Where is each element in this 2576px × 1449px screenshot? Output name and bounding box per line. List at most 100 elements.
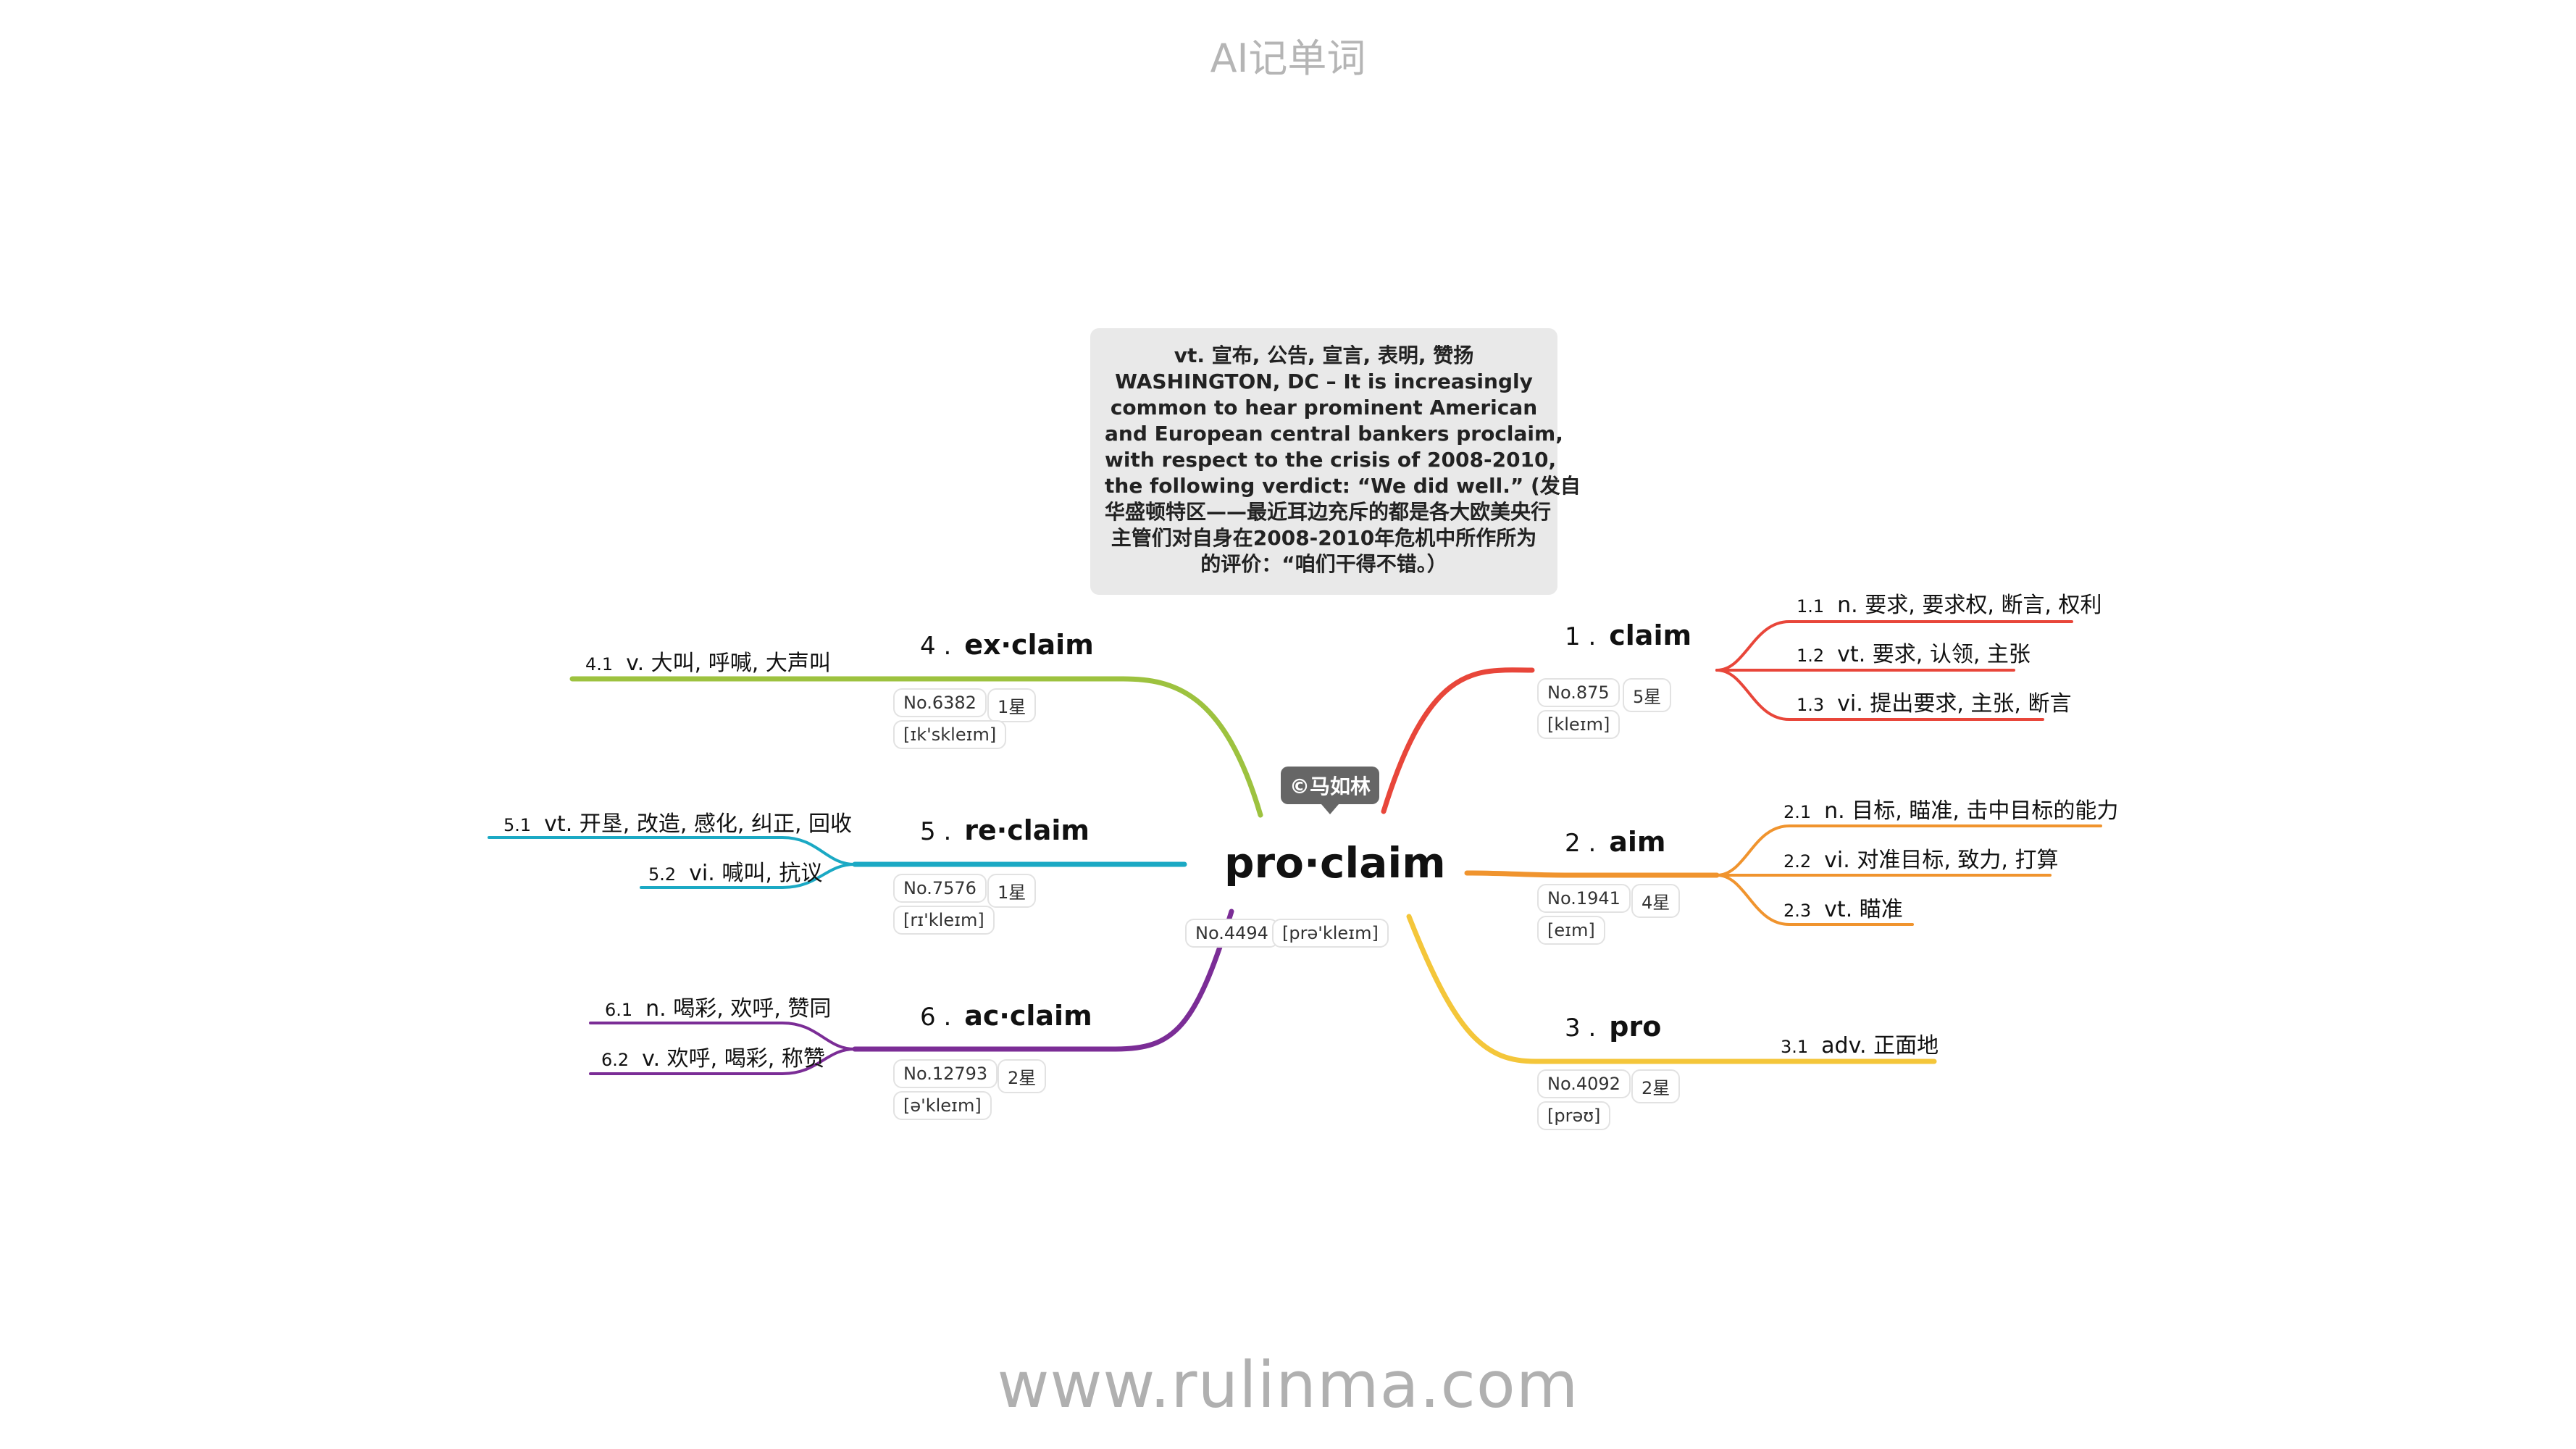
meaning-text: vt. 开垦, 改造, 感化, 纠正, 回收 — [544, 811, 853, 837]
page-title: AI记单词 — [1210, 36, 1366, 81]
meaning-connector-6-1 — [589, 1022, 856, 1051]
frequency-number-tag: No.7576 — [893, 874, 987, 903]
meaning-index: 2.1 — [1783, 802, 1812, 822]
branch-connector-3 — [1406, 914, 1937, 1064]
phonetic-tag: [ɪk'skleɪm] — [893, 720, 1007, 749]
meaning-text: vt. 要求, 认领, 主张 — [1837, 642, 2031, 667]
star-rating-tag: 4星 — [1631, 884, 1681, 918]
author-badge: ©马如林 — [1281, 767, 1380, 814]
meaning-connector-1-1 — [1715, 620, 2073, 672]
frequency-number-tag: No.875 — [1537, 678, 1620, 707]
meaning-index: 6.1 — [605, 1000, 633, 1020]
meaning-item[interactable]: 2.1 n. 目标, 瞄准, 击中目标的能力 — [1783, 793, 2118, 824]
branch-title-3[interactable]: 3 . pro — [1565, 1011, 1661, 1043]
meaning-text: vt. 瞄准 — [1824, 897, 1903, 922]
meaning-text: v. 大叫, 呼喊, 大声叫 — [626, 651, 831, 676]
meaning-item[interactable]: 1.1 n. 要求, 要求权, 断言, 权利 — [1797, 587, 2102, 619]
central-number-tag: No.4494 — [1185, 919, 1279, 948]
branch-word: claim — [1609, 619, 1692, 651]
branch-connector-4 — [569, 676, 1263, 818]
star-rating-tag: 2星 — [998, 1059, 1047, 1093]
note-line: 华盛顿特区——最近耳边充斥的都是各大欧美央行 — [1105, 500, 1552, 524]
meaning-connector-2-3 — [1715, 874, 1914, 926]
meaning-index: 4.1 — [585, 654, 614, 675]
meaning-index: 1.2 — [1797, 646, 1825, 666]
phonetic-tag: [prəʊ] — [1537, 1101, 1611, 1130]
star-rating-tag: 5星 — [1623, 678, 1672, 712]
meaning-item[interactable]: 1.2 vt. 要求, 认领, 主张 — [1797, 636, 2031, 668]
branch-word: pro — [1609, 1011, 1662, 1043]
meaning-index: 5.1 — [503, 815, 532, 835]
meaning-item[interactable]: 3.1 adv. 正面地 — [1781, 1027, 1939, 1059]
branch-number: 5 . — [920, 817, 952, 846]
branch-number: 3 . — [1565, 1014, 1597, 1043]
branch-connector-6 — [852, 909, 1234, 1052]
meaning-item[interactable]: 2.3 vt. 瞄准 — [1783, 891, 1903, 923]
star-rating-tag: 2星 — [1631, 1069, 1681, 1103]
branch-title-6[interactable]: 6 . ac·claim — [920, 1000, 1092, 1032]
branch-title-2[interactable]: 2 . aim — [1565, 826, 1666, 858]
meaning-text: n. 目标, 瞄准, 击中目标的能力 — [1824, 798, 2119, 824]
note-line: and European central bankers proclaim, — [1105, 422, 1563, 446]
meaning-index: 2.2 — [1783, 851, 1812, 872]
branch-connector-2 — [1464, 870, 1720, 878]
note-line: vt. 宣布, 公告, 宣言, 表明, 赞扬 — [1174, 343, 1474, 367]
meaning-index: 5.2 — [648, 864, 677, 885]
meaning-connector-6-2 — [589, 1048, 856, 1075]
meaning-text: n. 要求, 要求权, 断言, 权利 — [1837, 593, 2102, 618]
branch-number: 4 . — [920, 632, 952, 661]
branch-title-5[interactable]: 5 . re·claim — [920, 814, 1090, 846]
note-line: the following verdict: “We did well.” (发… — [1105, 474, 1581, 498]
star-rating-tag: 1星 — [987, 874, 1037, 908]
branch-word: re·claim — [964, 814, 1090, 846]
footer-url[interactable]: www.rulinma.com — [997, 1348, 1579, 1422]
note-line: common to hear prominent American — [1110, 396, 1538, 419]
frequency-number-tag: No.6382 — [893, 688, 987, 717]
example-note: vt. 宣布, 公告, 宣言, 表明, 赞扬 WASHINGTON, DC – … — [1090, 328, 1581, 595]
note-line: 的评价：“咱们干得不错。） — [1200, 552, 1447, 576]
meaning-item[interactable]: 5.2 vi. 喊叫, 抗议 — [648, 855, 822, 887]
meaning-index: 2.3 — [1783, 901, 1812, 921]
meaning-index: 1.1 — [1797, 596, 1825, 617]
phonetic-tag: [ə'kleɪm] — [893, 1091, 992, 1120]
branch-number: 2 . — [1565, 829, 1597, 858]
meaning-item[interactable]: 5.1 vt. 开垦, 改造, 感化, 纠正, 回收 — [503, 806, 852, 838]
note-line: WASHINGTON, DC – It is increasingly — [1115, 369, 1533, 393]
meaning-connector-5-1 — [488, 836, 856, 866]
central-phonetic-tag: [prə'kleɪm] — [1272, 919, 1389, 948]
meaning-text: v. 欢呼, 喝彩, 称赞 — [642, 1046, 825, 1072]
note-line: with respect to the crisis of 2008-2010, — [1105, 448, 1557, 472]
meaning-item[interactable]: 2.2 vi. 对准目标, 致力, 打算 — [1783, 842, 2058, 874]
meaning-index: 1.3 — [1797, 695, 1825, 715]
meaning-connector-5-2 — [640, 863, 856, 889]
branch-word: aim — [1609, 826, 1666, 858]
central-word[interactable]: pro·claim — [1224, 838, 1446, 888]
branch-connector-1 — [1381, 667, 1535, 814]
note-line: 主管们对自身在2008-2010年危机中所作所为 — [1111, 526, 1537, 550]
meaning-item[interactable]: 1.3 vi. 提出要求, 主张, 断言 — [1797, 685, 2071, 717]
branch-title-4[interactable]: 4 .ex·claim — [920, 629, 1094, 661]
meaning-connector-2-1 — [1715, 824, 2102, 877]
frequency-number-tag: No.1941 — [1537, 884, 1631, 913]
frequency-number-tag: No.12793 — [893, 1059, 998, 1088]
meaning-text: n. 喝彩, 欢呼, 赞同 — [645, 996, 832, 1022]
frequency-number-tag: No.4092 — [1537, 1069, 1631, 1098]
meaning-connector-1-3 — [1715, 669, 2044, 721]
branch-number: 1 . — [1565, 622, 1597, 651]
meaning-item[interactable]: 6.2 v. 欢呼, 喝彩, 称赞 — [601, 1040, 825, 1072]
phonetic-tag: [eɪm] — [1537, 916, 1605, 945]
branch-number: 6 . — [920, 1003, 952, 1032]
phonetic-tag: [rɪ'kleɪm] — [893, 906, 995, 935]
branch-title-1[interactable]: 1 . claim — [1565, 619, 1691, 651]
meaning-item[interactable]: 6.1 n. 喝彩, 欢呼, 赞同 — [605, 990, 831, 1022]
meaning-text: vi. 对准目标, 致力, 打算 — [1824, 848, 2059, 873]
meaning-index: 3.1 — [1781, 1037, 1809, 1057]
meaning-text: vi. 提出要求, 主张, 断言 — [1837, 691, 2072, 717]
meaning-index: 6.2 — [601, 1050, 630, 1070]
branch-word: ac·claim — [964, 1000, 1092, 1032]
meaning-text: adv. 正面地 — [1821, 1033, 1939, 1058]
star-rating-tag: 1星 — [987, 688, 1037, 722]
meaning-text: vi. 喊叫, 抗议 — [689, 861, 823, 886]
meaning-item[interactable]: 4.1 v. 大叫, 呼喊, 大声叫 — [585, 645, 831, 677]
